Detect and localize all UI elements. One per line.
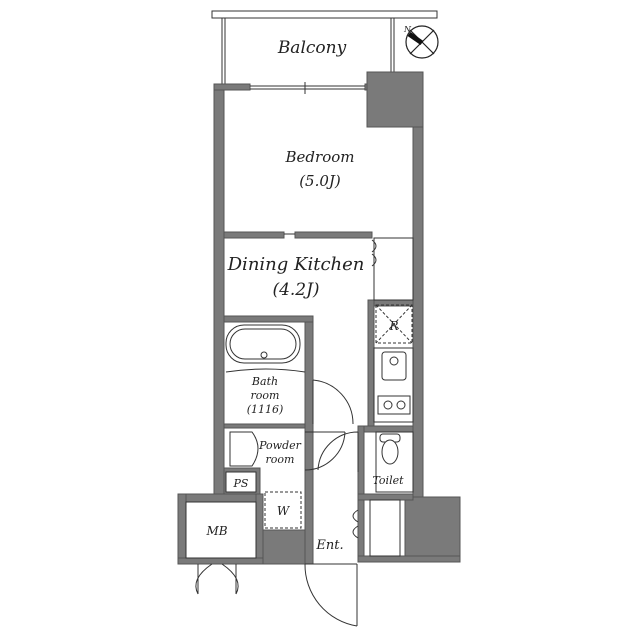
pipe-space: PS (225, 471, 257, 493)
bedroom-size: (5.0J) (299, 172, 341, 190)
mb-label: MB (205, 524, 227, 538)
stove-icon (377, 395, 411, 415)
doors (304, 379, 401, 557)
bedroom-label: Bedroom (285, 148, 355, 166)
washer-label: W (277, 504, 291, 518)
ps-label: PS (233, 477, 249, 490)
balcony: Balcony (211, 10, 438, 86)
walls (177, 71, 461, 565)
dining-kitchen-size: (4.2J) (272, 280, 319, 300)
bathroom: Bath room (1116) (225, 324, 306, 416)
entrance-door-icon[interactable] (304, 563, 358, 627)
meter-box: MB (185, 501, 257, 595)
bath-label-2: room (251, 389, 280, 402)
refrigerator-label: R (388, 319, 398, 333)
powder-room: Powder room W (229, 431, 302, 529)
sink-icon (381, 351, 407, 381)
powder-label-2: room (266, 453, 295, 466)
washbasin-icon (229, 431, 259, 467)
bath-label-1: Bath (251, 375, 278, 388)
toilet-room: Toilet (372, 431, 414, 493)
dining-kitchen: Dining Kitchen (4.2J) (227, 237, 414, 301)
powder-label-1: Powder (258, 439, 302, 452)
balcony-label: Balcony (277, 38, 347, 58)
bedroom: Bedroom (5.0J) (285, 148, 355, 190)
entrance: Ent. (304, 538, 358, 627)
toilet-label: Toilet (372, 474, 404, 487)
mb-door-icon (195, 563, 239, 595)
kitchen-counter (373, 347, 414, 423)
refrigerator-space: R (375, 304, 413, 344)
entrance-label: Ent. (315, 538, 343, 553)
north-arrow-icon: N (403, 25, 439, 59)
toilet-icon (381, 439, 399, 465)
compass-label: N (403, 25, 412, 34)
bath-label-3: (1116) (247, 403, 284, 416)
dining-kitchen-label: Dining Kitchen (227, 254, 365, 275)
